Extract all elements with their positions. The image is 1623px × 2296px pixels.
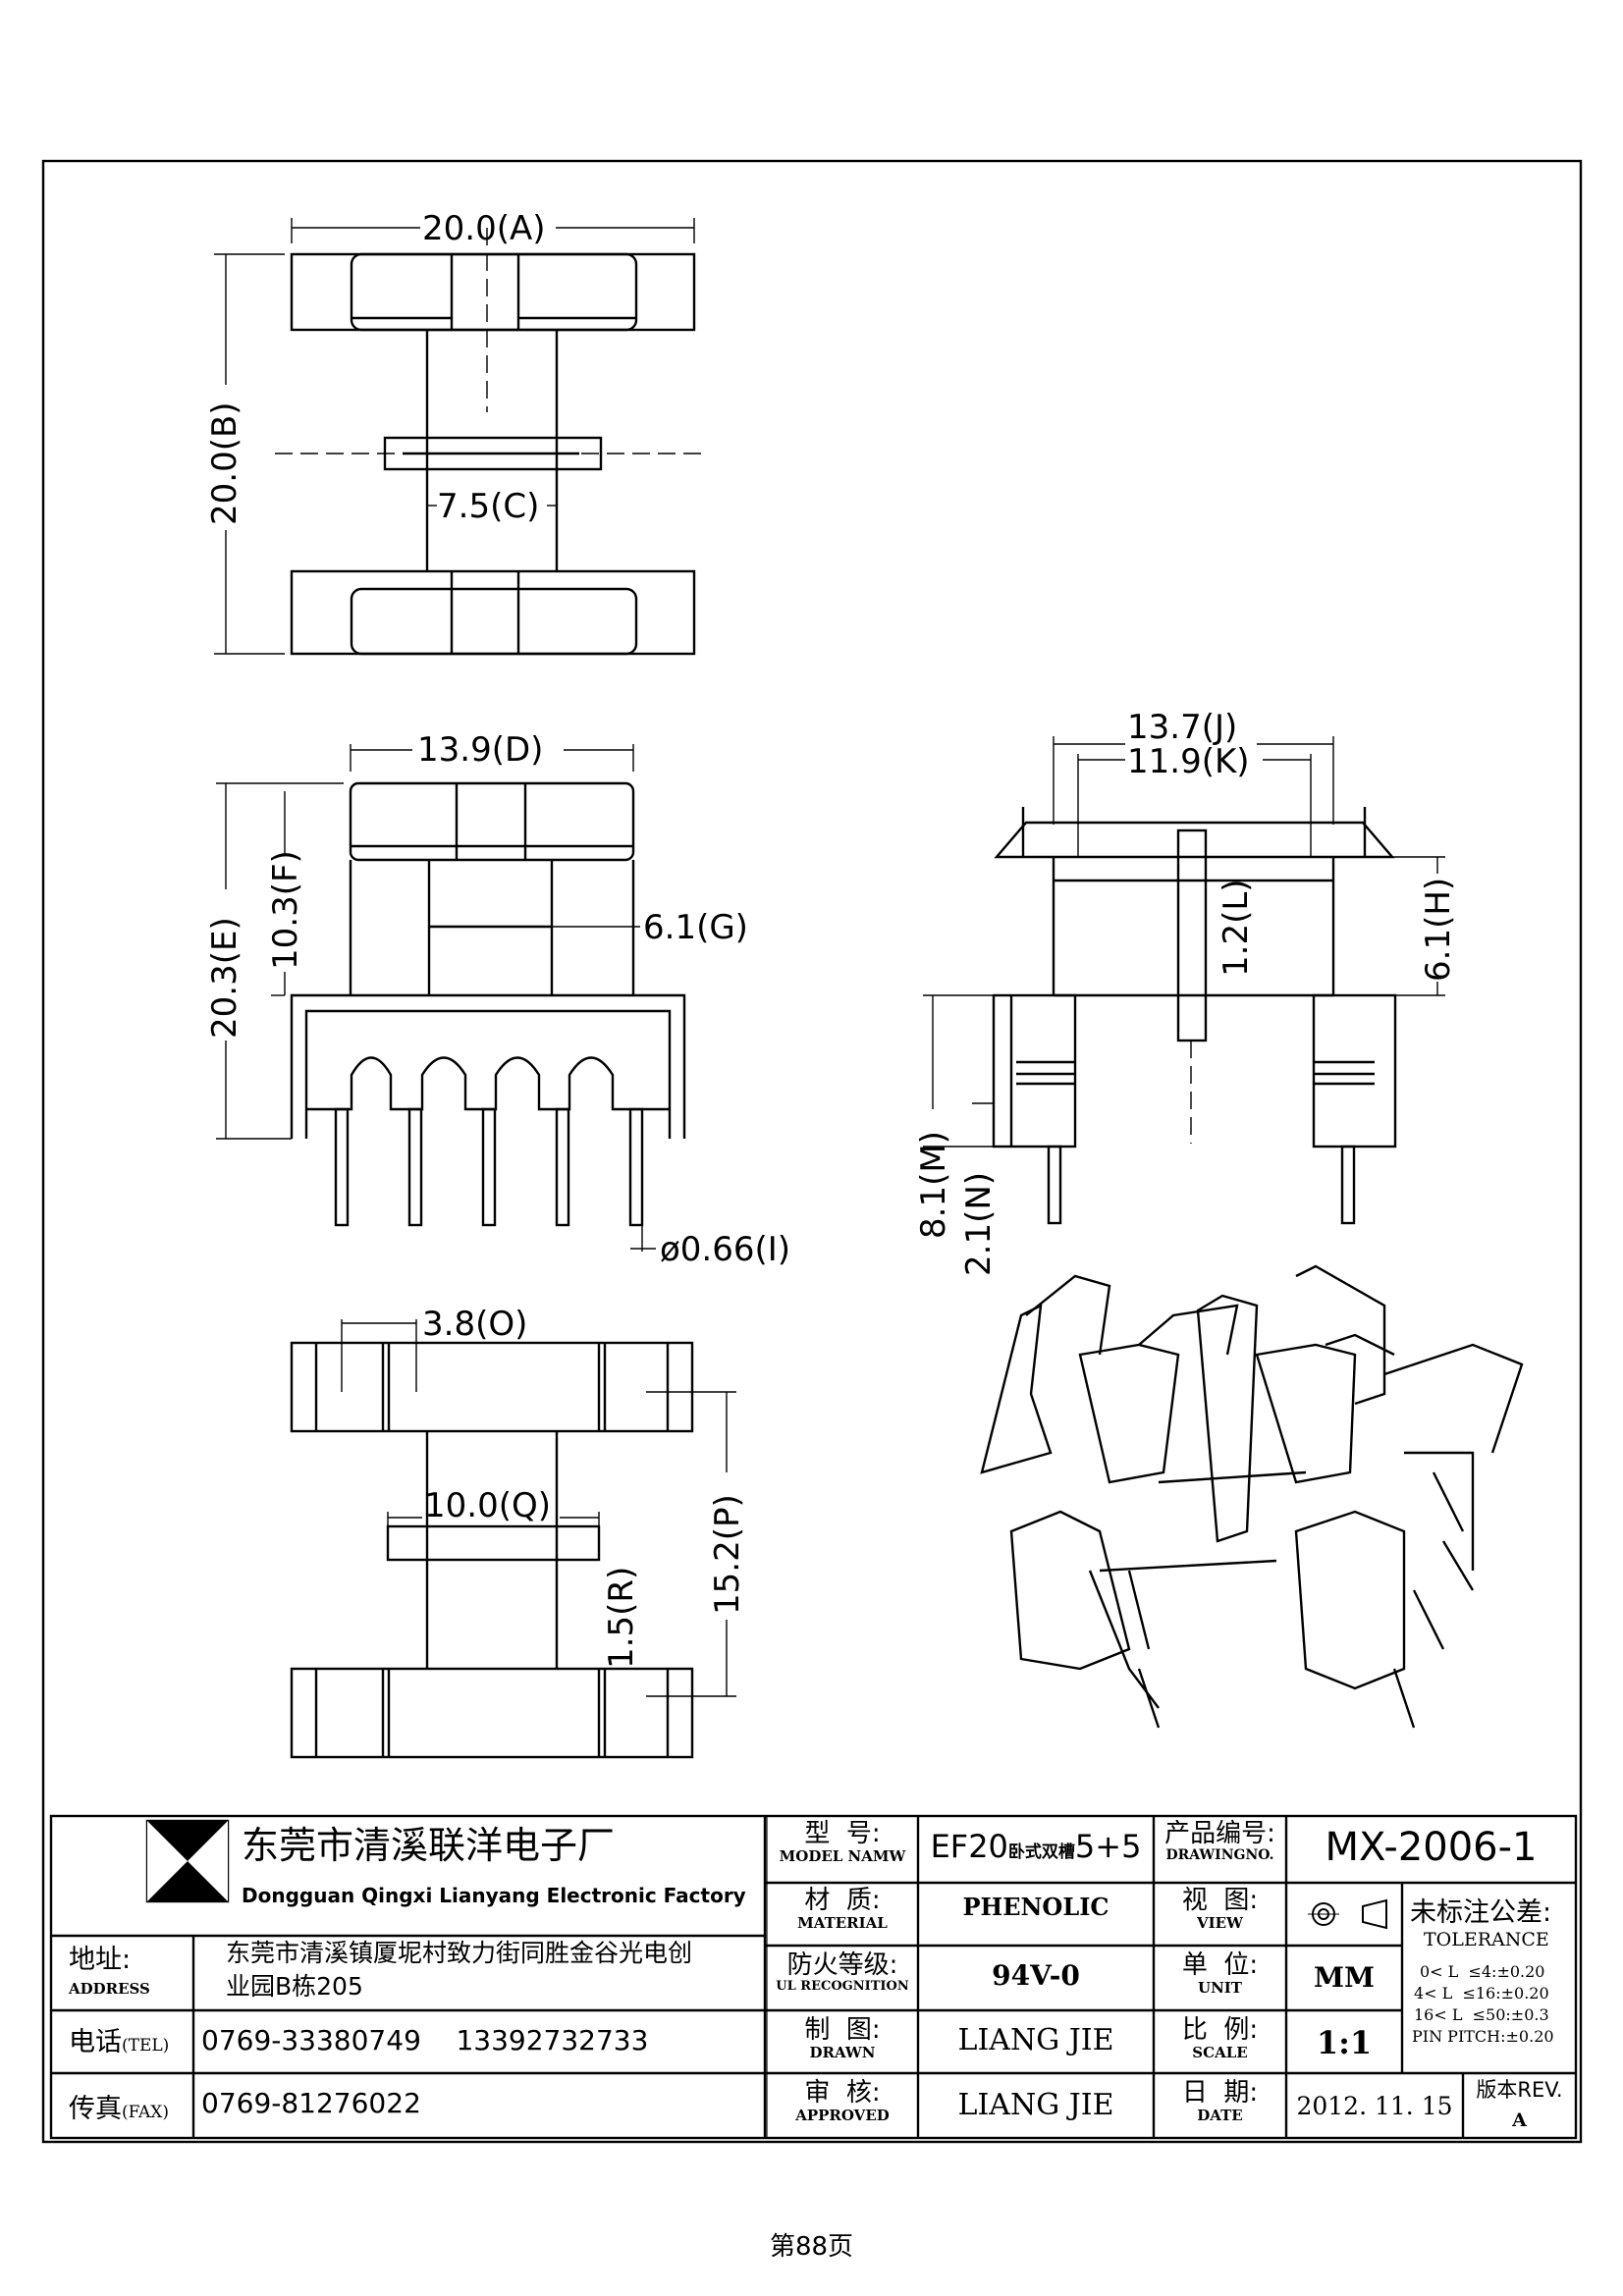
- tolerance-line-1: 0< L ≤4:±0.20: [1420, 1962, 1545, 1981]
- fax-label: 传真(FAX): [69, 2095, 169, 2124]
- ul-value: 94V-0: [992, 1959, 1080, 1992]
- view-label-en: VIEW: [1197, 1913, 1243, 1932]
- material-value: PHENOLIC: [962, 1893, 1109, 1921]
- drawn-value: LIANG JIE: [957, 2023, 1114, 2057]
- dim-A: 20.0(A): [422, 209, 546, 248]
- dim-E: 20.3(E): [205, 917, 244, 1039]
- dim-M: 8.1(M): [914, 1131, 953, 1239]
- drawn-label: 制 图: DRAWN: [767, 2016, 918, 2060]
- material-label: 材 质: MATERIAL: [767, 1887, 918, 1931]
- address-label-en: ADDRESS: [69, 1980, 150, 1998]
- drawn-label-en: DRAWN: [809, 2043, 876, 2061]
- tolerance-label-cn: 未标注公差:: [1410, 1897, 1552, 1928]
- dim-P: 15.2(P): [708, 1494, 747, 1615]
- approved-label-en: APPROVED: [795, 2106, 890, 2124]
- tel-label: 电话(TEL): [69, 2028, 169, 2057]
- isometric-view: [980, 1264, 1524, 1729]
- unit-label: 单 位: UNIT: [1154, 1951, 1286, 1996]
- view-label-cn: 视 图:: [1181, 1886, 1259, 1915]
- approved-label: 审 核: APPROVED: [767, 2079, 918, 2123]
- scale-label: 比 例: SCALE: [1154, 2016, 1286, 2060]
- unit-label-en: UNIT: [1198, 1978, 1242, 1997]
- scale-label-en: SCALE: [1192, 2043, 1248, 2061]
- model-label-cn: 型 号:: [804, 1819, 881, 1848]
- drawing-border: [41, 159, 1583, 2144]
- dim-G: 6.1(G): [643, 908, 748, 947]
- dim-L: 1.2(L): [1217, 879, 1256, 977]
- ul-label-en: UL RECOGNITION: [776, 1978, 909, 1994]
- drawing-no-value: MX-2006-1: [1325, 1825, 1538, 1870]
- top-view: [275, 228, 707, 656]
- dim-F: 10.3(F): [266, 850, 305, 970]
- bottom-view: [290, 1341, 694, 1759]
- material-label-en: MATERIAL: [797, 1913, 888, 1932]
- model-value: EF20卧式双槽5+5: [918, 1828, 1154, 1865]
- rev-value: A: [1512, 2109, 1527, 2131]
- date-label: 日 期: DATE: [1154, 2079, 1286, 2123]
- tel-label-en: (TEL): [122, 2036, 170, 2056]
- company-name-en: Dongguan Qingxi Lianyang Electronic Fact…: [242, 1884, 746, 1907]
- dim-K: 11.9(K): [1127, 742, 1250, 781]
- dim-Q: 10.0(Q): [424, 1486, 551, 1525]
- page-number: 第88页: [769, 2232, 854, 2262]
- drawing-no-label-en: DRAWINGNO.: [1165, 1846, 1274, 1863]
- unit-label-cn: 单 位:: [1181, 1950, 1259, 1980]
- fax-value: 0769-81276022: [201, 2087, 421, 2119]
- top-view-dimensions: [214, 218, 695, 655]
- approved-label-cn: 审 核:: [804, 2078, 881, 2108]
- ul-label: 防火等级: UL RECOGNITION: [767, 1951, 918, 1994]
- front-view-dimensions: [216, 744, 656, 1252]
- dim-N: 2.1(N): [959, 1172, 999, 1276]
- tolerance-line-4: PIN PITCH:±0.20: [1412, 2027, 1554, 2046]
- material-label-cn: 材 质:: [804, 1886, 881, 1915]
- dimension-labels: 20.0(A) 20.0(B) 7.5(C) 13.9(D) 20.3(E) 1…: [205, 209, 1458, 1669]
- tolerance-line-2: 4< L ≤16:±0.20: [1414, 1984, 1549, 2002]
- view-label: 视 图: VIEW: [1154, 1887, 1286, 1931]
- dim-I: ø0.66(I): [660, 1230, 790, 1269]
- dim-R: 1.5(R): [602, 1567, 641, 1669]
- company-name-cn: 东莞市清溪联洋电子厂: [242, 1824, 616, 1867]
- date-label-en: DATE: [1197, 2106, 1243, 2124]
- drawing-no-label: 产品编号: DRAWINGNO.: [1154, 1820, 1286, 1863]
- title-block-grid: [49, 1814, 1578, 2140]
- model-label-en: MODEL NAMW: [779, 1846, 906, 1865]
- approved-value: LIANG JIE: [957, 2088, 1114, 2122]
- model-value-a: EF20: [930, 1828, 1008, 1865]
- fax-label-cn: 传真: [69, 2094, 122, 2124]
- dim-J: 13.7(J): [1127, 708, 1237, 747]
- company-logo: [145, 1819, 230, 1903]
- dim-B: 20.0(B): [205, 401, 244, 525]
- scale-value: 1:1: [1316, 2024, 1373, 2061]
- address-line-2: 业园B栋205: [226, 1972, 363, 2001]
- projection-symbol-icon: [1308, 1898, 1387, 1930]
- side-view-dimensions: [923, 736, 1445, 1148]
- tel-label-cn: 电话: [69, 2027, 122, 2057]
- ul-label-cn: 防火等级:: [786, 1950, 898, 1980]
- model-value-b: 卧式双槽: [1007, 1842, 1075, 1862]
- address-line-1: 东莞市清溪镇厦坭村致力街同胜金谷光电创: [226, 1939, 693, 1967]
- dim-D: 13.9(D): [417, 730, 543, 770]
- drawn-label-cn: 制 图:: [804, 2015, 881, 2045]
- dim-O: 3.8(O): [422, 1305, 527, 1344]
- drawing-no-label-cn: 产品编号:: [1164, 1819, 1275, 1848]
- fax-label-en: (FAX): [122, 2103, 169, 2122]
- bottom-view-dimensions: [341, 1319, 736, 1697]
- unit-value: MM: [1314, 1961, 1375, 1994]
- date-value: 2012. 11. 15: [1296, 2092, 1453, 2120]
- scale-label-cn: 比 例:: [1181, 2015, 1259, 2045]
- rev-label: 版本REV.: [1476, 2078, 1563, 2102]
- address-label-cn: 地址:: [69, 1945, 132, 1975]
- model-label: 型 号: MODEL NAMW: [767, 1820, 918, 1864]
- tel-value: 0769-33380749 13392732733: [201, 2024, 649, 2056]
- dim-H: 6.1(H): [1419, 878, 1458, 982]
- model-value-c: 5+5: [1074, 1828, 1142, 1865]
- tolerance-label-en: TOLERANCE: [1424, 1929, 1549, 1950]
- tolerance-line-3: 16< L ≤50:±0.3: [1414, 2005, 1549, 2024]
- side-view: [992, 807, 1397, 1225]
- dim-C: 7.5(C): [437, 487, 539, 526]
- date-label-cn: 日 期:: [1181, 2078, 1259, 2108]
- front-view: [290, 781, 686, 1227]
